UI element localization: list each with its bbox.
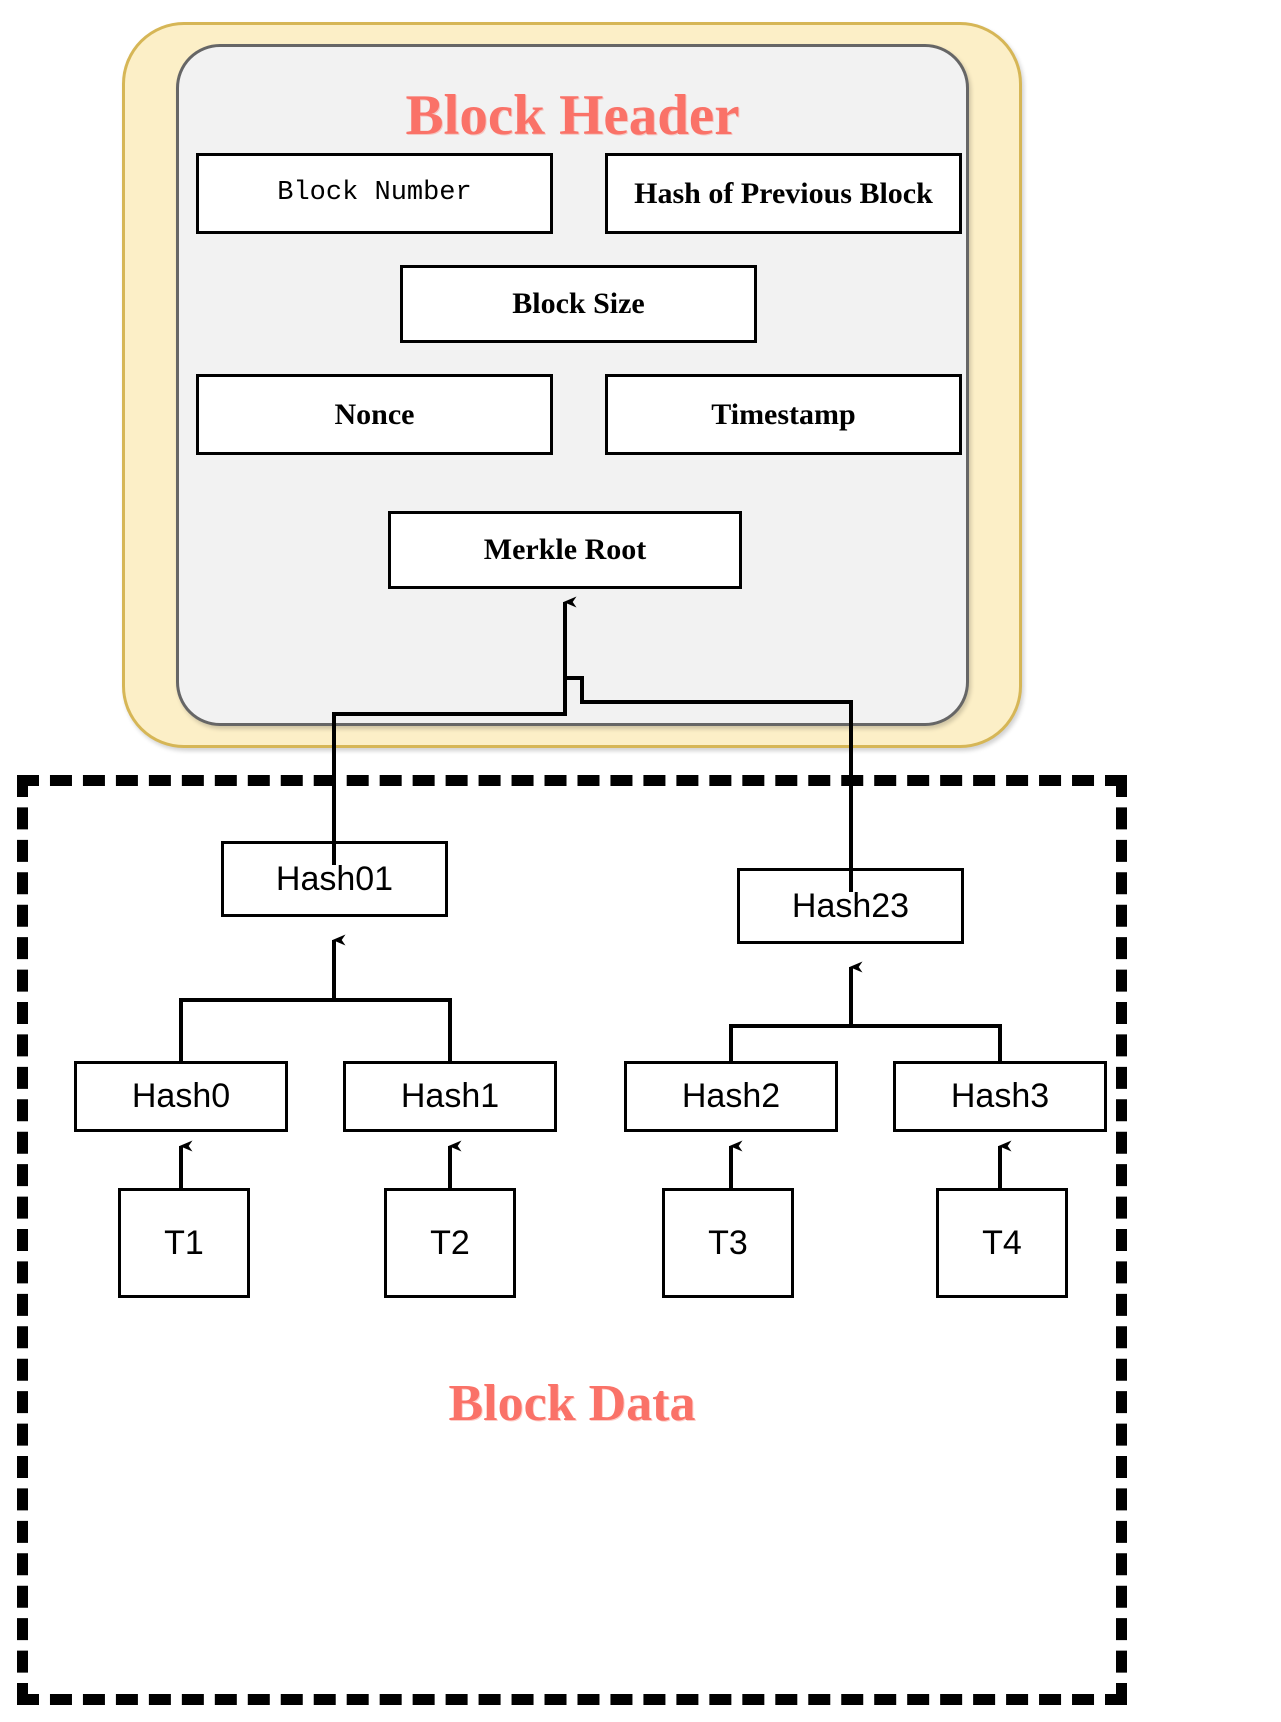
merkle-node-hash3: Hash3: [893, 1061, 1107, 1132]
field-nonce: Nonce: [196, 374, 553, 455]
field-merkle-root: Merkle Root: [388, 511, 742, 589]
transaction-node-t4: T4: [936, 1188, 1068, 1298]
merkle-node-hash1: Hash1: [343, 1061, 557, 1132]
field-hash-of-previous-block: Hash of Previous Block: [605, 153, 962, 234]
block-header-title: Block Header: [405, 84, 740, 147]
transaction-node-t2: T2: [384, 1188, 516, 1298]
field-block-size: Block Size: [400, 265, 757, 343]
field-timestamp: Timestamp: [605, 374, 962, 455]
merkle-node-hash23: Hash23: [737, 868, 964, 944]
merkle-node-hash0: Hash0: [74, 1061, 288, 1132]
block-data-title: Block Data: [448, 1375, 696, 1432]
field-block-number: Block Number: [196, 153, 553, 234]
merkle-node-hash2: Hash2: [624, 1061, 838, 1132]
merkle-node-hash01: Hash01: [221, 841, 448, 917]
transaction-node-t1: T1: [118, 1188, 250, 1298]
transaction-node-t3: T3: [662, 1188, 794, 1298]
